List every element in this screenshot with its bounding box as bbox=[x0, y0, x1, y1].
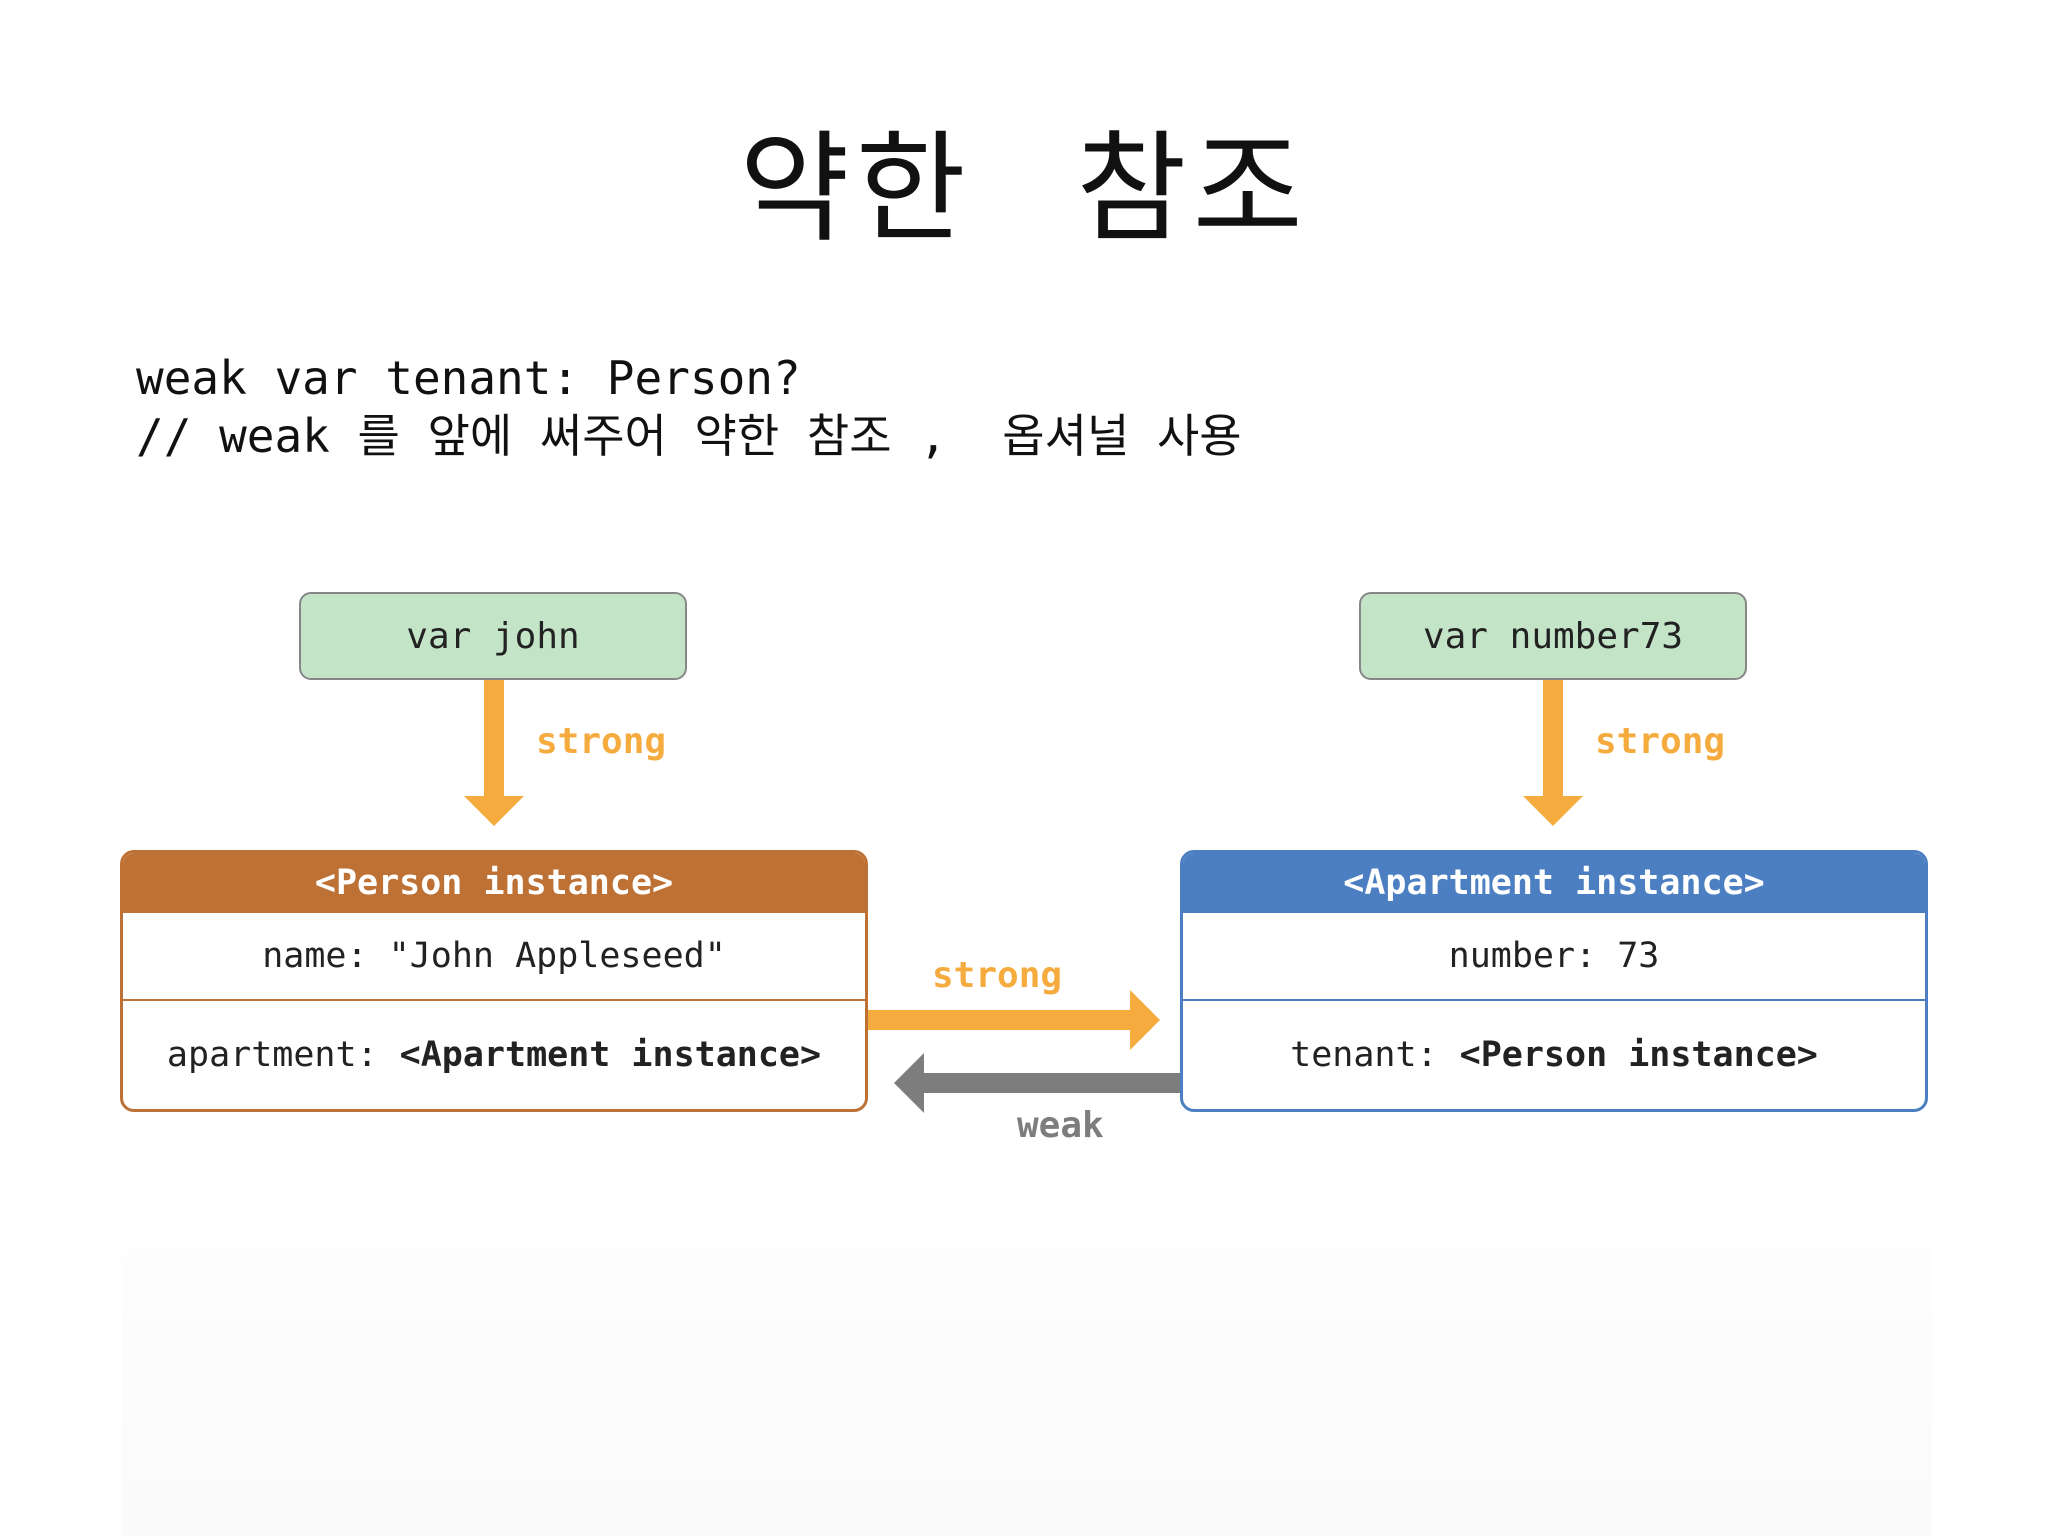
variable-john: var john bbox=[299, 592, 687, 680]
code-line-declaration: weak var tenant: Person? bbox=[136, 351, 801, 405]
variable-number73: var number73 bbox=[1359, 592, 1747, 680]
apartment-tenant-key: tenant: bbox=[1290, 1035, 1438, 1075]
strong-arrow-number73 bbox=[1523, 680, 1583, 826]
strong-arrow-person-to-apartment bbox=[866, 990, 1160, 1050]
apartment-tenant-property: tenant: <Person instance> bbox=[1183, 1001, 1925, 1109]
strong-arrow-john bbox=[464, 680, 524, 826]
person-apartment-value: <Apartment instance> bbox=[399, 1035, 822, 1075]
person-apartment-key: apartment: bbox=[166, 1035, 378, 1075]
slide-title: 약한 참조 bbox=[739, 120, 1309, 259]
person-instance-box: <Person instance> name: "John Appleseed"… bbox=[120, 850, 868, 1112]
person-instance-header: <Person instance> bbox=[123, 853, 865, 913]
person-apartment-property: apartment: <Apartment instance> bbox=[123, 1001, 865, 1109]
apartment-tenant-value: <Person instance> bbox=[1459, 1035, 1818, 1075]
diagram-background bbox=[122, 1120, 1932, 1536]
apartment-instance-header: <Apartment instance> bbox=[1183, 853, 1925, 913]
apartment-number-property: number: 73 bbox=[1183, 913, 1925, 1001]
label-strong-number73: strong bbox=[1595, 721, 1726, 762]
apartment-instance-box: <Apartment instance> number: 73 tenant: <… bbox=[1180, 850, 1928, 1112]
weak-arrow-apartment-to-person bbox=[894, 1053, 1182, 1113]
label-strong-john: strong bbox=[536, 721, 667, 762]
person-name-property: name: "John Appleseed" bbox=[123, 913, 865, 1001]
code-line-comment: // weak 를 앞에 써주어 약한 참조 , 옵셔널 사용 bbox=[136, 409, 1242, 463]
label-weak-apartment-to-person: weak bbox=[1017, 1105, 1104, 1146]
label-strong-person-to-apartment: strong bbox=[932, 955, 1063, 996]
